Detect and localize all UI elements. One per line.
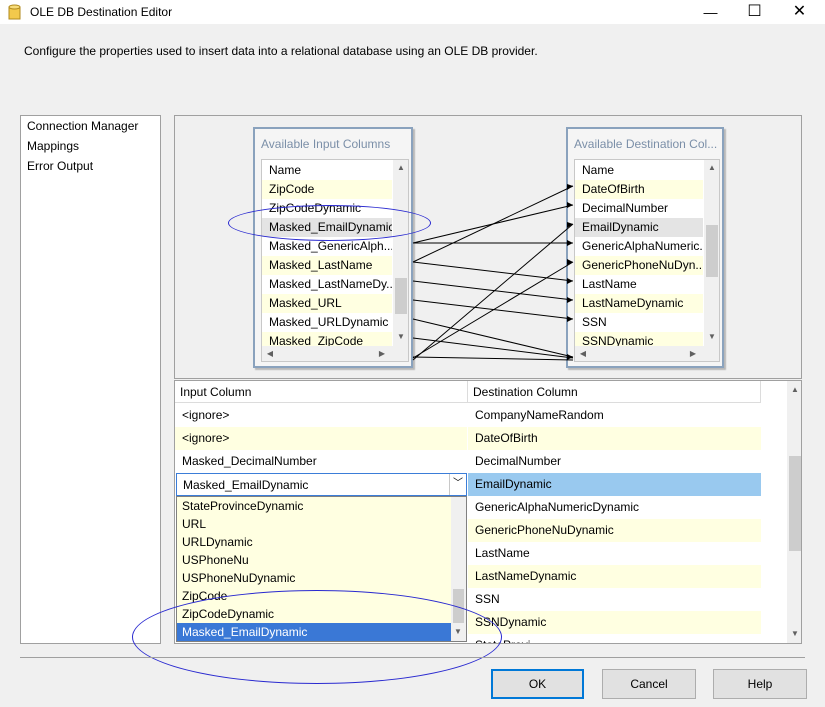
dropdown-option[interactable]: ZipCodeDynamic xyxy=(182,607,275,621)
grid-destination-cell: SSNDynamic xyxy=(468,611,761,634)
nav-item-mappings[interactable]: Mappings xyxy=(27,139,80,153)
input-column-dropdown[interactable]: StateProvinceDynamic URL URLDynamic USPh… xyxy=(176,496,467,642)
scroll-down-icon[interactable]: ▼ xyxy=(708,332,716,341)
destination-list-scrollbar[interactable]: ▲ ▼ xyxy=(704,160,719,346)
scroll-up-icon[interactable]: ▲ xyxy=(397,163,405,172)
dropdown-option[interactable]: ZipCode xyxy=(182,589,228,603)
grid-input-cell[interactable]: <ignore> xyxy=(175,427,467,450)
destination-column-header[interactable]: Destination Column xyxy=(468,381,761,403)
scroll-left-icon[interactable]: ◀ xyxy=(579,349,587,358)
input-column-item[interactable]: ZipCodeDynamic xyxy=(262,199,392,218)
scroll-down-icon[interactable]: ▼ xyxy=(397,332,405,341)
minimize-button[interactable]: — xyxy=(703,4,718,20)
dropdown-option[interactable]: URL xyxy=(182,517,207,531)
dropdown-option[interactable]: USPhoneNu xyxy=(182,553,249,567)
mapping-canvas: Available Input Columns Name ZipCode Zip… xyxy=(174,115,802,379)
nav-item-error-output[interactable]: Error Output xyxy=(27,159,94,173)
scroll-thumb[interactable] xyxy=(395,278,407,314)
input-column-header[interactable]: Input Column xyxy=(175,381,468,403)
grid-scrollbar[interactable]: ▲ ▼ xyxy=(787,381,801,643)
mapping-grid[interactable]: Input Column Destination Column <ignore>… xyxy=(174,380,802,644)
chevron-down-icon[interactable]: ﹀ xyxy=(449,474,466,495)
grid-input-cell[interactable]: Masked_DecimalNumber xyxy=(175,450,467,473)
maximize-button[interactable]: ☐ xyxy=(747,3,762,20)
destination-column-item[interactable]: LastName xyxy=(575,275,703,294)
grid-destination-cell: StateProvi... xyxy=(468,634,761,643)
scroll-left-icon[interactable]: ◀ xyxy=(266,349,274,358)
input-column-item[interactable]: Masked_URL xyxy=(262,294,392,313)
mapping-lines xyxy=(412,184,574,361)
input-box-header: Available Input Columns xyxy=(261,137,391,151)
grid-destination-cell: SSN xyxy=(468,588,761,611)
dropdown-option[interactable]: URLDynamic xyxy=(182,535,253,549)
cancel-button[interactable]: Cancel xyxy=(602,669,696,699)
grid-destination-cell: CompanyNameRandom xyxy=(468,404,761,427)
input-column-item[interactable]: ZipCode xyxy=(262,180,392,199)
grid-destination-cell: LastNameDynamic xyxy=(468,565,761,588)
title-bar: OLE DB Destination Editor — ☐ ✕ xyxy=(0,0,825,24)
available-input-columns-box[interactable]: Available Input Columns Name ZipCode Zip… xyxy=(253,127,413,368)
scroll-right-icon[interactable]: ▶ xyxy=(689,349,697,358)
grid-destination-cell: GenericAlphaNumericDynamic xyxy=(468,496,761,519)
input-column-item[interactable]: Masked_LastName xyxy=(262,256,392,275)
destination-columns-list[interactable]: Name DateOfBirth DecimalNumber EmailDyna… xyxy=(574,159,720,362)
scroll-up-icon[interactable]: ▲ xyxy=(708,163,716,172)
nav-panel: Connection Manager Mappings Error Output xyxy=(20,115,161,644)
destination-list-hscrollbar[interactable]: ◀ ▶ xyxy=(575,346,719,361)
input-column-item[interactable]: Masked_LastNameDy... xyxy=(262,275,392,294)
grid-destination-cell: GenericPhoneNuDynamic xyxy=(468,519,761,542)
ok-button[interactable]: OK xyxy=(491,669,584,699)
input-column-item[interactable]: Masked_GenericAlph... xyxy=(262,237,392,256)
destination-column-item[interactable]: LastNameDynamic xyxy=(575,294,703,313)
nav-item-connection-manager[interactable]: Connection Manager xyxy=(27,119,139,133)
grid-destination-cell-selected: EmailDynamic xyxy=(468,473,761,496)
destination-column-item[interactable]: DecimalNumber xyxy=(575,199,703,218)
destination-box-header: Available Destination Col... xyxy=(574,137,718,151)
grid-input-cell[interactable]: <ignore> xyxy=(175,404,467,427)
editor-description: Configure the properties used to insert … xyxy=(24,44,538,58)
input-name-header: Name xyxy=(262,161,392,180)
scroll-right-icon[interactable]: ▶ xyxy=(378,349,386,358)
input-column-item[interactable]: Masked_URLDynamic xyxy=(262,313,392,332)
dropdown-option[interactable]: StateProvinceDynamic xyxy=(182,499,304,513)
footer-divider xyxy=(20,657,805,658)
destination-column-item[interactable]: DateOfBirth xyxy=(575,180,703,199)
grid-destination-cell: DateOfBirth xyxy=(468,427,761,450)
scroll-up-icon[interactable]: ▲ xyxy=(791,385,799,394)
help-button[interactable]: Help xyxy=(713,669,807,699)
close-button[interactable]: ✕ xyxy=(792,3,807,20)
scroll-thumb[interactable] xyxy=(789,456,801,551)
scroll-thumb[interactable] xyxy=(453,589,464,623)
input-column-combo[interactable]: Masked_EmailDynamic ﹀ xyxy=(176,473,467,496)
window-title: OLE DB Destination Editor xyxy=(30,5,173,19)
input-list-scrollbar[interactable]: ▲ ▼ xyxy=(393,160,408,346)
input-columns-list[interactable]: Name ZipCode ZipCodeDynamic Masked_Email… xyxy=(261,159,409,362)
scroll-down-icon[interactable]: ▼ xyxy=(791,629,799,638)
scroll-thumb[interactable] xyxy=(706,225,718,277)
grid-destination-cell: LastName xyxy=(468,542,761,565)
input-column-item-selected[interactable]: Masked_EmailDynamic xyxy=(262,218,392,237)
combo-value: Masked_EmailDynamic xyxy=(183,478,309,492)
destination-column-item-selected[interactable]: EmailDynamic xyxy=(575,218,703,237)
destination-name-header: Name xyxy=(575,161,703,180)
dropdown-scrollbar[interactable]: ▼ xyxy=(451,497,466,641)
dropdown-option-selected[interactable]: Masked_EmailDynamic xyxy=(177,623,451,641)
dropdown-option[interactable]: USPhoneNuDynamic xyxy=(182,571,296,585)
available-destination-columns-box[interactable]: Available Destination Col... Name DateOf… xyxy=(566,127,724,368)
destination-column-item[interactable]: GenericPhoneNuDyn... xyxy=(575,256,703,275)
destination-column-item[interactable]: GenericAlphaNumeric... xyxy=(575,237,703,256)
scroll-down-icon[interactable]: ▼ xyxy=(454,627,462,636)
grid-destination-cell: DecimalNumber xyxy=(468,450,761,473)
database-icon xyxy=(8,4,21,20)
destination-column-item[interactable]: SSN xyxy=(575,313,703,332)
input-list-hscrollbar[interactable]: ◀ ▶ xyxy=(262,346,408,361)
